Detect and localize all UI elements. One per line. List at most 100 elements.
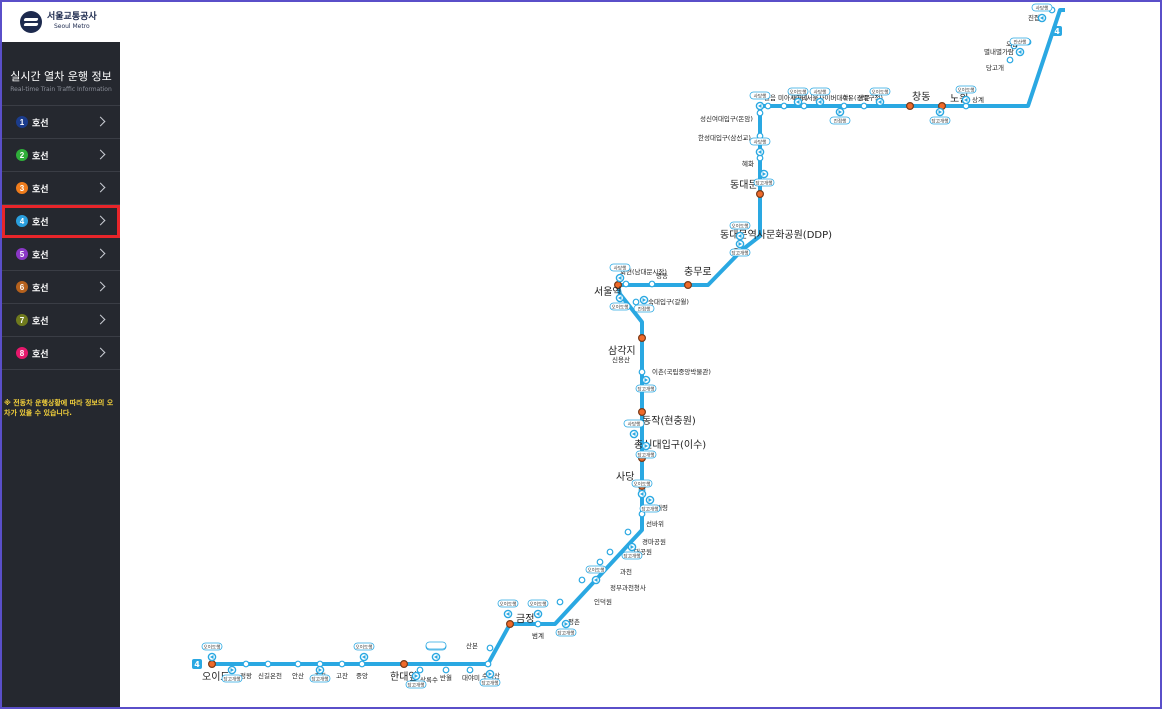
station[interactable]: 고잔 [336, 660, 348, 680]
station[interactable]: 명동 [648, 271, 668, 288]
station-dot[interactable] [840, 102, 848, 110]
train-marker[interactable]: 사당행 [623, 419, 645, 439]
station-dot[interactable] [506, 619, 515, 628]
station-dot[interactable] [683, 281, 692, 290]
station[interactable]: 산본 [466, 641, 494, 652]
train-marker[interactable]: 오이도행 [955, 85, 977, 105]
station[interactable]: 서울역 [594, 281, 623, 298]
train-marker[interactable]: 오이도행 [585, 565, 607, 585]
station[interactable]: 상록수 [416, 666, 438, 684]
station[interactable]: 정부과천청사 [596, 558, 646, 592]
train-marker[interactable]: 사당행 [609, 263, 631, 283]
station-dot[interactable] [596, 558, 604, 566]
train-marker[interactable]: 오이도행 [201, 642, 223, 662]
station[interactable]: 안산 [292, 660, 304, 680]
station[interactable]: 과천 [606, 548, 632, 576]
station-dot[interactable] [416, 666, 424, 674]
train-marker[interactable]: 오이도행 [631, 479, 653, 499]
station[interactable]: 신길온천 [258, 660, 282, 680]
station-dot[interactable] [442, 666, 450, 674]
station-dot[interactable] [556, 598, 564, 606]
station-dot[interactable] [622, 280, 630, 288]
station-dot[interactable] [638, 368, 646, 376]
train-marker[interactable]: 당고개행 [753, 169, 775, 187]
station-dot[interactable] [578, 576, 586, 584]
station[interactable]: 당고개 [986, 56, 1014, 72]
train-marker[interactable]: 당고개행 [639, 495, 661, 513]
station[interactable]: 회현(남대문시장) [620, 267, 667, 288]
train-marker[interactable]: 사당행 [809, 87, 831, 107]
train-marker[interactable]: 오이도행 [609, 293, 631, 311]
station[interactable]: 범계 [532, 620, 544, 640]
station[interactable]: 정왕 [240, 660, 252, 680]
station[interactable]: 대공원 [624, 528, 652, 556]
station-dot[interactable] [294, 660, 302, 668]
train-marker[interactable]: 당고개행 [621, 542, 643, 560]
station-dot[interactable] [637, 408, 646, 417]
station[interactable]: 미아(서울사이버대학) [792, 93, 851, 110]
station-dot[interactable] [338, 660, 346, 668]
train-marker[interactable]: 당고개행 [555, 619, 577, 637]
station-dot[interactable] [264, 660, 272, 668]
train-marker[interactable]: 오이도행 [497, 599, 519, 619]
station-dot[interactable] [534, 620, 542, 628]
station-dot[interactable] [358, 660, 366, 668]
train-marker[interactable]: 진접행 [829, 107, 851, 125]
station[interactable]: 충무로 [683, 266, 712, 290]
train-marker[interactable]: 당고개행 [479, 669, 501, 687]
train-marker[interactable]: 당고개행 [309, 665, 331, 683]
station[interactable]: 한대앞 [390, 659, 418, 683]
station[interactable]: 창동 [905, 91, 931, 110]
station[interactable]: 반월 [440, 666, 452, 682]
station-dot[interactable] [486, 644, 494, 652]
station-dot[interactable] [800, 102, 808, 110]
station-dot[interactable] [764, 102, 772, 110]
train-marker[interactable]: 오이도행 [869, 87, 891, 107]
train-marker[interactable]: 당고개행 [635, 441, 657, 459]
station[interactable]: 길음 [764, 94, 776, 110]
station-dot[interactable] [905, 101, 914, 110]
train-marker[interactable]: 안산행 [1009, 37, 1031, 57]
train-marker[interactable]: 사당행 [749, 91, 771, 111]
station-dot[interactable] [755, 190, 764, 199]
train-marker[interactable]: 진접행 [633, 295, 655, 313]
station[interactable]: 평촌 [556, 598, 580, 626]
station[interactable]: 수유(강북구청) [840, 93, 883, 110]
station-dot[interactable] [1006, 56, 1014, 64]
train-marker[interactable]: 오이도행 [527, 599, 549, 619]
train-marker[interactable]: 당고개행 [635, 375, 657, 393]
station-dot[interactable] [860, 102, 868, 110]
station-dot[interactable] [466, 666, 474, 674]
station[interactable]: 삼각지 [608, 334, 646, 357]
train-marker[interactable]: 오이도행 [353, 642, 375, 662]
station-dot[interactable] [242, 660, 250, 668]
station[interactable]: 쌍문 [858, 93, 870, 110]
station[interactable]: 인덕원 [578, 576, 612, 606]
station[interactable]: 미아사거리 [778, 93, 808, 110]
station-dot[interactable] [637, 334, 646, 343]
station-dot[interactable] [400, 659, 409, 668]
station[interactable]: 동대문 [730, 179, 764, 199]
station-dot[interactable] [484, 660, 492, 668]
train-marker[interactable]: 당고개행 [221, 665, 243, 683]
station-dot[interactable] [632, 298, 640, 306]
train-marker[interactable]: 오이도행 [787, 87, 809, 107]
station[interactable]: 성신여대입구(돈암) [700, 109, 764, 123]
train-marker[interactable]: 사당행 [1031, 3, 1053, 23]
station[interactable]: 금정 [506, 613, 535, 628]
train-marker[interactable]: 당고개행 [729, 239, 751, 257]
train-marker[interactable]: 오이도행 [729, 221, 751, 241]
station[interactable]: 동작(현충원) [637, 408, 696, 427]
station[interactable]: 중앙 [356, 660, 368, 680]
train-marker[interactable]: 당고개행 [929, 107, 951, 125]
station-dot[interactable] [624, 528, 632, 536]
logo[interactable]: 서울교통공사 Seoul Metro [2, 2, 120, 42]
